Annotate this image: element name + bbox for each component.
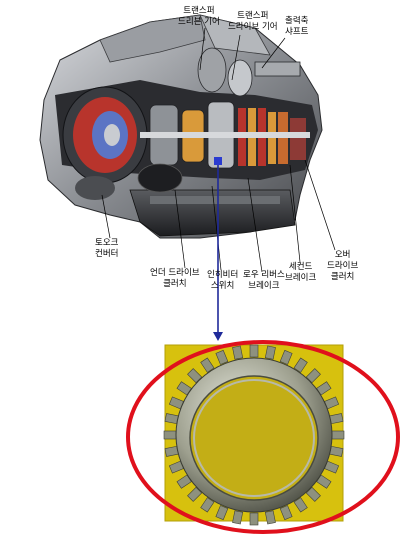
ring-tooth — [200, 497, 215, 513]
ring-photo — [163, 344, 345, 526]
ring-tooth — [187, 486, 203, 502]
ring-tooth — [279, 349, 293, 365]
label-inhibitor-switch: 인히비터 스위치 — [207, 270, 239, 291]
ring-tooth — [264, 510, 276, 525]
ring-tooth — [249, 344, 259, 358]
ring-tooth — [331, 430, 345, 440]
ring-tooth — [200, 357, 215, 373]
ring-tooth — [215, 505, 229, 521]
label-torque-converter: 토오크 컨버터 — [95, 238, 119, 259]
transmission-illustration — [39, 14, 323, 239]
ring-tooth — [187, 368, 203, 384]
ring-tooth — [305, 486, 321, 502]
ring-tooth — [163, 430, 177, 440]
ring-tooth — [264, 345, 276, 360]
highlight-circle — [126, 340, 400, 534]
ring-tooth — [293, 357, 308, 373]
ring-tooth — [305, 368, 321, 384]
label-output-shaft: 출력축 샤프트 — [285, 16, 309, 37]
label-low-reverse-brake: 로우 리버스 브레이크 — [243, 270, 285, 291]
ring-tooth — [249, 512, 259, 526]
label-overdrive-clutch: 오버 드라이브 클러치 — [327, 250, 359, 282]
ring-tooth — [293, 497, 308, 513]
label-transfer-driven-gear: 트랜스퍼 드리븐 기어 — [178, 6, 220, 27]
ring-tooth — [232, 345, 244, 360]
connector-arrow — [213, 157, 223, 341]
label-underdrive-clutch: 언더 드라이브 클러치 — [150, 268, 200, 289]
leader-lines — [101, 27, 336, 273]
ring-tooth — [232, 510, 244, 525]
label-transfer-drive-gear: 트랜스퍼 드라이브 기어 — [228, 11, 278, 32]
ring-tooth — [215, 349, 229, 365]
ring-tooth — [279, 505, 293, 521]
label-second-brake: 세컨드 브레이크 — [285, 262, 317, 283]
